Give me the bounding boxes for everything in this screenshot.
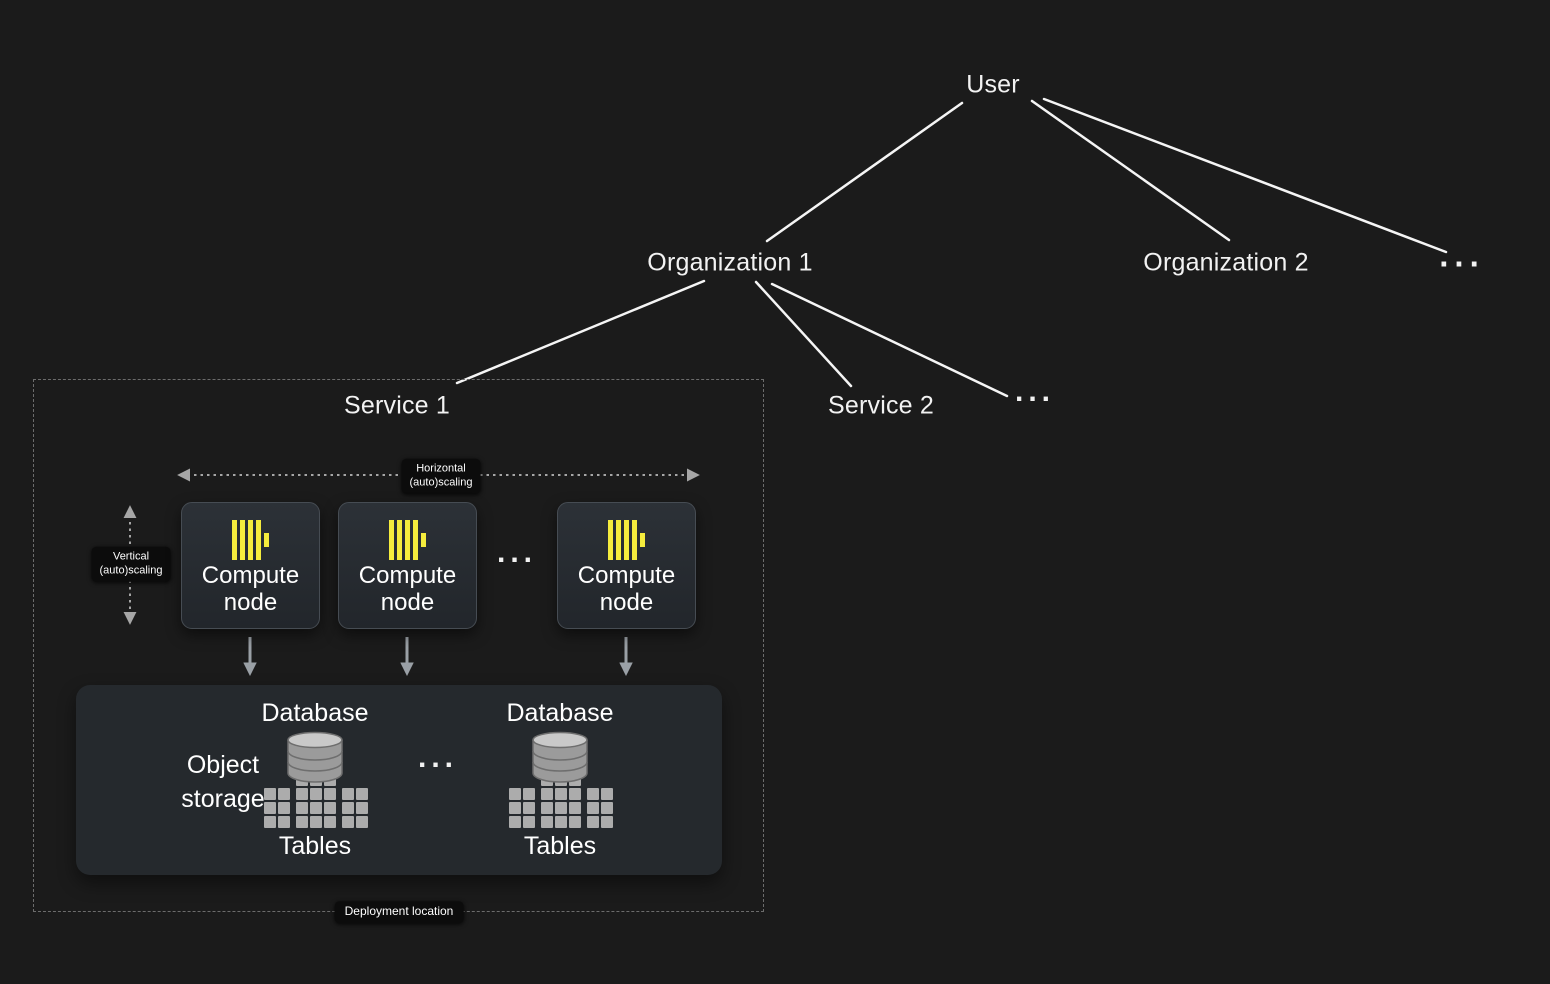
- vertical-scaling-line2: (auto)scaling: [99, 565, 163, 577]
- vertical-scaling-line1: Vertical: [112, 550, 150, 563]
- services-ellipsis: ...: [1014, 375, 1056, 408]
- compute-node-3: Compute node: [557, 502, 696, 629]
- deployment-location-text: Deployment location: [344, 904, 454, 919]
- compute-bars-icon: [228, 517, 274, 563]
- service2-node: Service 2: [827, 391, 935, 420]
- edge-org1-to-service1: [455, 279, 706, 385]
- database-label: Database: [506, 699, 614, 727]
- object-storage-box: Object storage Database Tables ... Datab…: [76, 685, 722, 875]
- database-group-2: Database Tables: [470, 699, 650, 861]
- horizontal-scaling-line1: Horizontal: [416, 462, 466, 475]
- database-label: Database: [261, 699, 369, 727]
- vertical-scaling-label: Vertical (auto)scaling: [91, 546, 171, 582]
- horizontal-scaling-line2: (auto)scaling: [409, 477, 473, 489]
- database-group-1: Database Tables: [225, 699, 405, 861]
- compute-node-label: Compute node: [201, 561, 300, 616]
- organizations-ellipsis: ...: [1439, 236, 1485, 274]
- organization2-node: Organization 2: [1143, 248, 1309, 277]
- compute-nodes-ellipsis: ...: [496, 536, 538, 569]
- compute-node-label: Compute node: [577, 561, 676, 616]
- edge-user-to-org-ellipsis: [1042, 97, 1448, 254]
- tables-label: Tables: [523, 832, 597, 860]
- horizontal-scaling-label: Horizontal (auto)scaling: [401, 458, 481, 494]
- compute-node-label: Compute node: [358, 561, 457, 616]
- edge-user-to-org2: [1030, 99, 1231, 242]
- tables-label: Tables: [278, 832, 352, 860]
- service1-node: Service 1: [343, 391, 451, 420]
- compute-bars-icon: [385, 517, 431, 563]
- compute-node-1: Compute node: [181, 502, 320, 629]
- compute-bars-icon: [604, 517, 650, 563]
- edge-org1-to-service-ellipsis: [770, 282, 1009, 398]
- edge-org1-to-service2: [754, 280, 853, 388]
- database-cylinder-icon: [527, 731, 593, 783]
- deployment-location-label: Deployment location: [334, 901, 464, 923]
- user-node: User: [966, 70, 1020, 99]
- database-cylinder-icon: [282, 731, 348, 783]
- organization1-node: Organization 1: [647, 248, 813, 277]
- databases-ellipsis: ...: [417, 741, 459, 774]
- edge-user-to-org1: [765, 101, 964, 243]
- object-storage-label: Object storage: [181, 751, 265, 813]
- compute-node-2: Compute node: [338, 502, 477, 629]
